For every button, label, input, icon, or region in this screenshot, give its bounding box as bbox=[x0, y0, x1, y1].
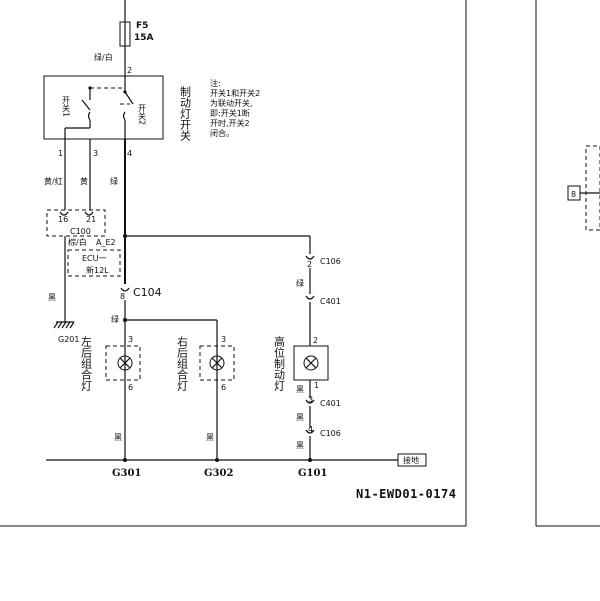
svg-text:开时,开关2: 开时,开关2 bbox=[210, 118, 250, 128]
right-lamp-pin-bot: 6 bbox=[221, 383, 226, 392]
wire-color-left2: 黄 bbox=[80, 176, 88, 186]
switch-title: 制动灯开关 bbox=[179, 86, 192, 142]
right-panel-pin: 8 bbox=[571, 190, 576, 199]
ground-symbol-g201 bbox=[53, 321, 75, 329]
wire-color-top: 绿/白 bbox=[94, 52, 113, 62]
wire-color-c401b-out: 黑 bbox=[296, 413, 304, 422]
left-rear-lamp-box bbox=[105, 345, 141, 381]
fuse-rating: 15A bbox=[134, 33, 154, 43]
high-lamp-label: 高位制动灯 bbox=[273, 335, 286, 391]
high-lamp-pin-top: 2 bbox=[313, 336, 318, 345]
ecu-pin-e2: A_E2 bbox=[96, 238, 116, 247]
high-lamp-pin-bot: 1 bbox=[314, 381, 319, 390]
c104-label: C104 bbox=[133, 286, 162, 299]
high-mount-lamp-box bbox=[293, 345, 329, 381]
wire-color-c401-in: 黑 bbox=[296, 385, 304, 394]
ecu-label-2: 新12L bbox=[86, 265, 109, 275]
switch-pin-2: 2 bbox=[127, 66, 132, 75]
svg-text:即:开关1断: 即:开关1断 bbox=[210, 108, 250, 118]
c106b-label: C106 bbox=[320, 429, 341, 438]
svg-text:开关1和开关2: 开关1和开关2 bbox=[210, 88, 260, 98]
right-panel-box bbox=[585, 145, 600, 231]
svg-text:闭合。: 闭合。 bbox=[210, 128, 234, 138]
wire-color-ecu: 棕/白 bbox=[68, 237, 87, 247]
c100-connector bbox=[46, 209, 106, 237]
wire-color-ground-left: 黑 bbox=[48, 293, 56, 302]
c104-connector bbox=[120, 287, 130, 292]
ground-label: 接地 bbox=[403, 455, 419, 465]
switch-2-contact bbox=[124, 91, 134, 105]
switch-2-label: 开关2 bbox=[138, 104, 147, 125]
switch-pin-1: 1 bbox=[58, 149, 63, 158]
left-lamp-pin-top: 3 bbox=[128, 335, 133, 344]
right-lamp-label: 右后组合灯 bbox=[176, 335, 189, 391]
fuse-name: F5 bbox=[136, 21, 148, 31]
c401-label: C401 bbox=[320, 297, 341, 306]
wire-color-c106-out: 绿 bbox=[296, 279, 304, 288]
ecu-label: ECU一 bbox=[82, 254, 107, 263]
svg-text:为联动开关,: 为联动开关, bbox=[210, 98, 253, 108]
c106b-connector bbox=[305, 429, 315, 434]
wire-color-g301: 黑 bbox=[114, 433, 122, 442]
wire-color-c106b-out: 黑 bbox=[296, 441, 304, 450]
c401-connector bbox=[305, 295, 315, 300]
left-lamp-label: 左后组合灯 bbox=[80, 336, 93, 391]
switch-pin-3: 3 bbox=[93, 149, 98, 158]
c100-pin-21: 21 bbox=[86, 215, 96, 224]
c106b-pin: 4 bbox=[308, 425, 313, 434]
switch-note: 注: 开关1和开关2 为联动开关, 即:开关1断 开时,开关2 闭合。 bbox=[210, 78, 260, 138]
brake-switch-box bbox=[43, 75, 164, 140]
c401b-label: C401 bbox=[320, 399, 341, 408]
left-lamp-pin-bot: 6 bbox=[128, 383, 133, 392]
c100-label: C100 bbox=[70, 227, 91, 236]
c106-pin: 2 bbox=[307, 260, 312, 269]
switch-1-label: 开关1 bbox=[62, 96, 71, 117]
switch-1-contact bbox=[81, 99, 91, 111]
left-rear-lamp-bulb bbox=[117, 355, 133, 371]
svg-text:注:: 注: bbox=[210, 78, 221, 88]
wire-color-mid: 绿 bbox=[110, 177, 118, 186]
wire-color-left1: 黄/红 bbox=[44, 176, 63, 186]
ground-g201: G201 bbox=[58, 335, 79, 344]
right-rear-lamp-bulb bbox=[209, 355, 225, 371]
c401b-connector bbox=[305, 399, 315, 404]
ground-g302: G302 bbox=[204, 468, 233, 479]
c401b-pin: 3 bbox=[308, 395, 313, 404]
wire-color-c104-out: 绿 bbox=[111, 315, 119, 324]
diagram-code: N1-EWD01-0174 bbox=[356, 487, 456, 501]
ecu-box bbox=[67, 249, 121, 277]
high-mount-lamp-bulb bbox=[303, 355, 319, 371]
wire-color-g302: 黑 bbox=[206, 433, 214, 442]
right-lamp-pin-top: 3 bbox=[221, 335, 226, 344]
switch-pin-4: 4 bbox=[127, 149, 132, 158]
c100-pin-16: 16 bbox=[58, 215, 68, 224]
right-rear-lamp-box bbox=[199, 345, 235, 381]
ground-label-box bbox=[397, 453, 427, 467]
c106-connector bbox=[305, 255, 315, 260]
c104-pin: 8 bbox=[120, 292, 125, 301]
ground-g101: G101 bbox=[298, 468, 327, 479]
ground-g301: G301 bbox=[112, 468, 141, 479]
c106-label: C106 bbox=[320, 257, 341, 266]
